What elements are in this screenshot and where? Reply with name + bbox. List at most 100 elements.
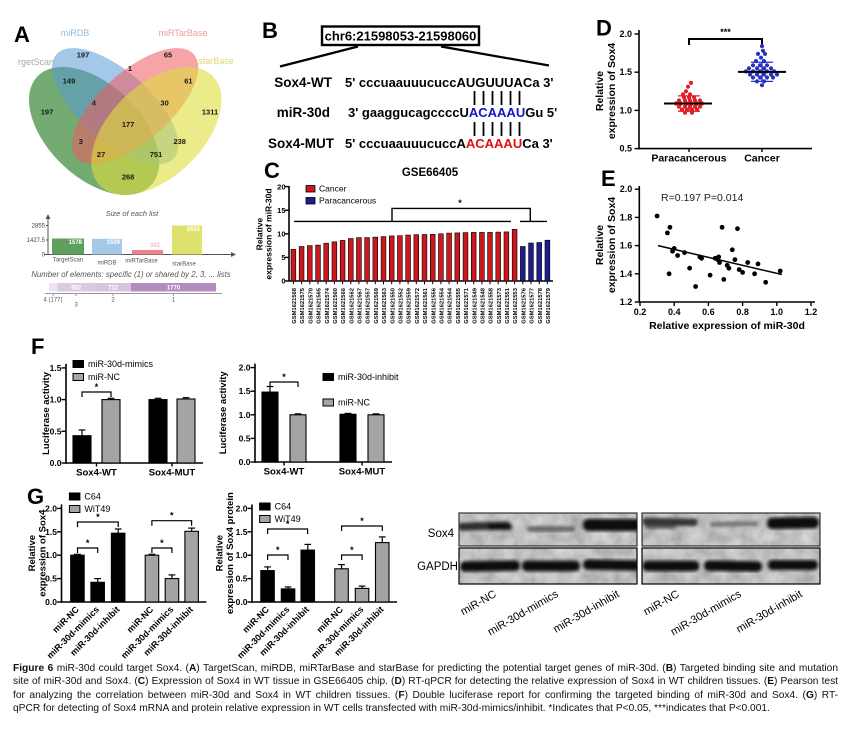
svg-text:miRDB: miRDB [98,261,117,267]
svg-text:Relative: Relative [255,217,265,250]
svg-text:starBase: starBase [172,262,196,268]
svg-text:B: B [262,18,278,43]
svg-text:Sox4: Sox4 [428,528,455,540]
svg-text:GSM1621561: GSM1621561 [423,287,429,324]
svg-text:1.5: 1.5 [50,363,62,373]
svg-text:*: * [360,516,364,526]
svg-text:2.0: 2.0 [236,503,248,513]
svg-text:GSM1621576: GSM1621576 [521,287,527,324]
svg-text:1.5: 1.5 [619,67,632,77]
svg-text:0.2: 0.2 [634,307,647,317]
svg-text:***: *** [720,27,731,37]
svg-text:GSM1621564: GSM1621564 [448,287,454,324]
svg-text:D: D [596,16,612,41]
svg-text:Relative: Relative [215,535,226,571]
svg-text:302: 302 [150,243,161,249]
svg-text:1.0: 1.0 [619,105,632,115]
svg-text:GSM1621552: GSM1621552 [399,288,405,324]
svg-text:Cancer: Cancer [744,153,780,165]
svg-text:0.5: 0.5 [45,574,57,584]
svg-text:4 (177): 4 (177) [43,298,62,304]
svg-text:C64: C64 [275,502,292,512]
svg-text:GSM1621550: GSM1621550 [390,288,396,324]
svg-text:Sox4-MUT: Sox4-MUT [149,468,196,479]
svg-text:0.0: 0.0 [50,458,62,468]
svg-text:GSM1621557: GSM1621557 [366,288,372,324]
svg-text:C: C [264,158,280,183]
svg-text:0.0: 0.0 [45,597,57,607]
svg-text:C64: C64 [84,492,101,502]
svg-text:rgetScan: rgetScan [18,57,54,67]
svg-text:1.2: 1.2 [620,297,633,307]
svg-text:1: 1 [172,298,176,304]
svg-text:GSM1621558: GSM1621558 [489,287,495,324]
svg-text:GAPDH: GAPDH [417,561,458,573]
svg-text:G: G [27,484,44,509]
svg-text:*: * [286,519,290,529]
svg-text:0: 0 [281,277,285,286]
svg-text:GSM1621575: GSM1621575 [300,287,306,324]
svg-text:602: 602 [71,286,82,292]
svg-text:GSM1621554: GSM1621554 [440,287,446,324]
svg-text:F: F [31,334,44,359]
svg-text:GSM1621579: GSM1621579 [546,287,552,324]
svg-text:*: * [282,372,286,382]
svg-text:177: 177 [122,120,135,129]
svg-text:30: 30 [160,99,168,108]
svg-text:1.5: 1.5 [236,527,248,537]
svg-text:Size of each list: Size of each list [106,209,159,218]
svg-text:*: * [350,545,354,555]
svg-text:starBase: starBase [198,56,234,66]
svg-text:expression of Sox4 protein: expression of Sox4 protein [225,492,236,614]
svg-text:5' cccuaauuucuccAUGUUUACa 3': 5' cccuaauuucuccAUGUUUACa 3' [345,75,554,90]
svg-text:GSM1621568: GSM1621568 [292,287,298,324]
svg-text:WiT49: WiT49 [275,514,301,524]
svg-text:GSM1621562: GSM1621562 [349,288,355,324]
svg-text:miR-NC: miR-NC [459,588,499,618]
svg-text:0.5: 0.5 [236,574,248,584]
svg-text:1427.5: 1427.5 [27,238,46,244]
svg-text:Number of elements: specific (: Number of elements: specific (1) or shar… [31,270,230,279]
svg-text:GSE66405: GSE66405 [402,167,459,179]
svg-text:Sox4-MUT: Sox4-MUT [268,136,335,151]
svg-text:Cancer: Cancer [319,184,347,194]
svg-text:2855: 2855 [187,227,201,233]
svg-text:*: * [95,382,99,392]
svg-text:chr6:21598053-21598060: chr6:21598053-21598060 [325,29,477,44]
svg-text:*: * [458,198,462,208]
svg-text:0.5: 0.5 [50,426,62,436]
svg-text:*: * [170,511,174,521]
svg-text:712: 712 [108,286,119,292]
svg-text:5' cccuaauuucuccAACAAAUCa 3': 5' cccuaauuucuccAACAAAUCa 3' [345,136,553,151]
svg-text:1.0: 1.0 [236,550,248,560]
svg-text:expression of Sox4: expression of Sox4 [38,509,49,597]
svg-text:1770: 1770 [167,286,181,292]
svg-text:GSM1621574: GSM1621574 [325,287,331,324]
svg-text:1.5: 1.5 [45,527,57,537]
svg-text:Relative: Relative [594,225,606,265]
svg-text:GSM1621560: GSM1621560 [333,288,339,324]
svg-text:Relative expression of miR-30d: Relative expression of miR-30d [649,320,805,332]
svg-text:1.0: 1.0 [239,410,251,420]
svg-text:3' gaaggucagccccUACAAAUGu 5': 3' gaaggucagccccUACAAAUGu 5' [348,105,557,120]
svg-text:0: 0 [42,253,46,259]
svg-text:2: 2 [111,298,115,304]
svg-text:GSM1621563: GSM1621563 [382,287,388,324]
svg-text:197: 197 [41,108,54,117]
svg-text:268: 268 [122,172,135,181]
svg-text:miRTarBase: miRTarBase [159,28,208,38]
svg-text:1.8: 1.8 [620,212,633,222]
svg-text:4: 4 [92,99,97,108]
svg-text:GSM1621577: GSM1621577 [530,288,536,324]
svg-text:miR-30d-inhibit: miR-30d-inhibit [551,588,621,635]
svg-text:27: 27 [97,150,105,159]
svg-text:Sox4-WT: Sox4-WT [274,75,333,90]
svg-text:1.2: 1.2 [805,307,818,317]
svg-text:GSM1621571: GSM1621571 [464,287,470,324]
svg-text:Luciferase activity: Luciferase activity [218,371,229,455]
svg-text:GSM1621567: GSM1621567 [358,288,364,324]
svg-text:3: 3 [75,303,79,309]
svg-text:1.0: 1.0 [45,550,57,560]
svg-text:TargetScan: TargetScan [53,258,83,264]
svg-text:*: * [86,538,90,548]
